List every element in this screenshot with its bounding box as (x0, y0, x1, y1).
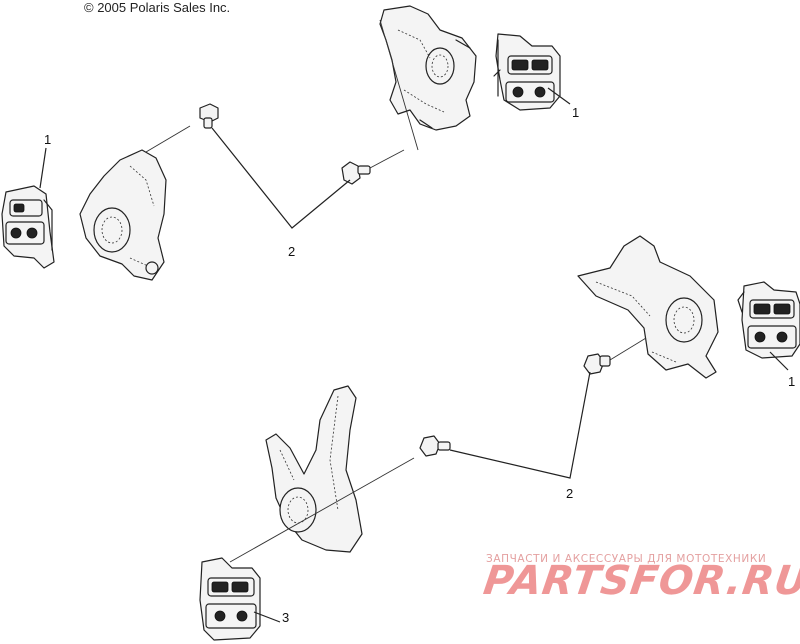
callout-caliper-right: 1 (788, 374, 796, 389)
caliper-left (1, 185, 55, 269)
spindle-top-right (379, 5, 477, 131)
bolt-top-left (199, 103, 219, 129)
caliper-top-right (493, 33, 561, 111)
caliper-bottom (199, 557, 261, 641)
bolt-top-right (341, 161, 371, 185)
callout-bolt-bottom: 2 (566, 486, 574, 501)
spindle-left (79, 149, 167, 281)
callout-caliper-top-right: 1 (572, 105, 580, 120)
callout-caliper-left: 1 (44, 132, 52, 147)
caliper-right (737, 281, 800, 359)
spindle-right (577, 235, 719, 379)
watermark-logo: PARTSFOR.RU (480, 558, 800, 604)
callout-caliper-bottom: 3 (282, 610, 290, 625)
callout-bolt-top: 2 (288, 244, 296, 259)
spindle-bottom (265, 385, 363, 553)
bolt-bottom-right (583, 353, 611, 375)
watermark-tagline: ЗАПЧАСТИ И АКСЕССУАРЫ ДЛЯ МОТОТЕХНИКИ (486, 553, 767, 565)
bolt-bottom-left (419, 435, 451, 457)
copyright-notice: © 2005 Polaris Sales Inc. (84, 0, 231, 15)
